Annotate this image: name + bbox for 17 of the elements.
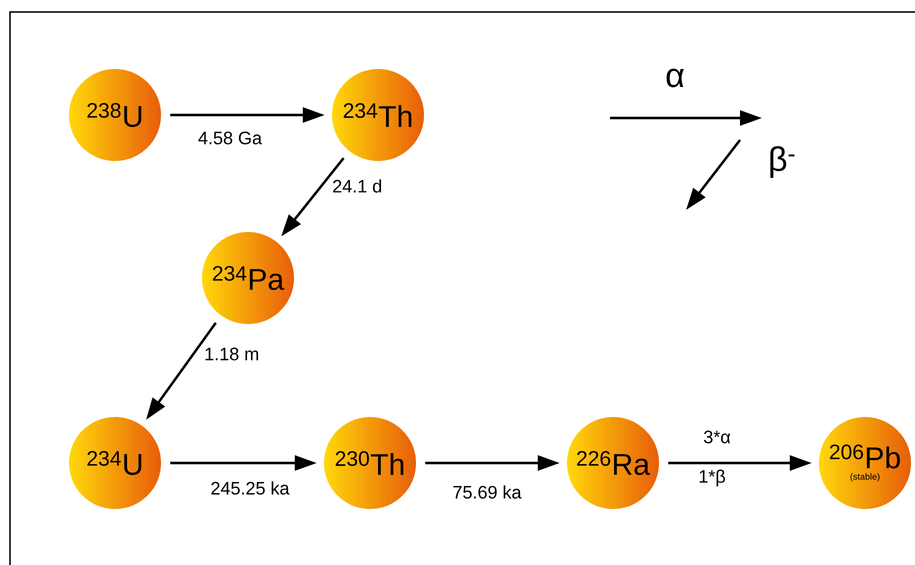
edge-label: 4.58 Ga	[198, 132, 262, 144]
decay-label: 1*β	[700, 470, 725, 486]
edge-label: 245.25 ka	[211, 481, 290, 495]
legend-label: α	[666, 68, 684, 88]
node-label: $^{230}$Th	[336, 451, 404, 475]
edge-label: 3*α	[704, 430, 730, 444]
legend-label: β$^{-}$	[770, 146, 794, 178]
node-label: $^{206}$Pb	[830, 444, 900, 468]
node-label: (stable)	[850, 473, 880, 482]
edge-label: 75.69 ka	[453, 485, 522, 499]
node-label: $^{234}$Th	[344, 103, 412, 127]
node-label: $^{238}$U	[87, 103, 142, 127]
node-label: $^{226}$Ra	[577, 451, 650, 476]
edge-label: 1.18 m	[206, 348, 258, 360]
node-label: $^{234}$Pa	[212, 266, 284, 290]
node-label: $^{234}$U	[87, 451, 142, 476]
edge-label: 24.1 d	[333, 179, 382, 193]
